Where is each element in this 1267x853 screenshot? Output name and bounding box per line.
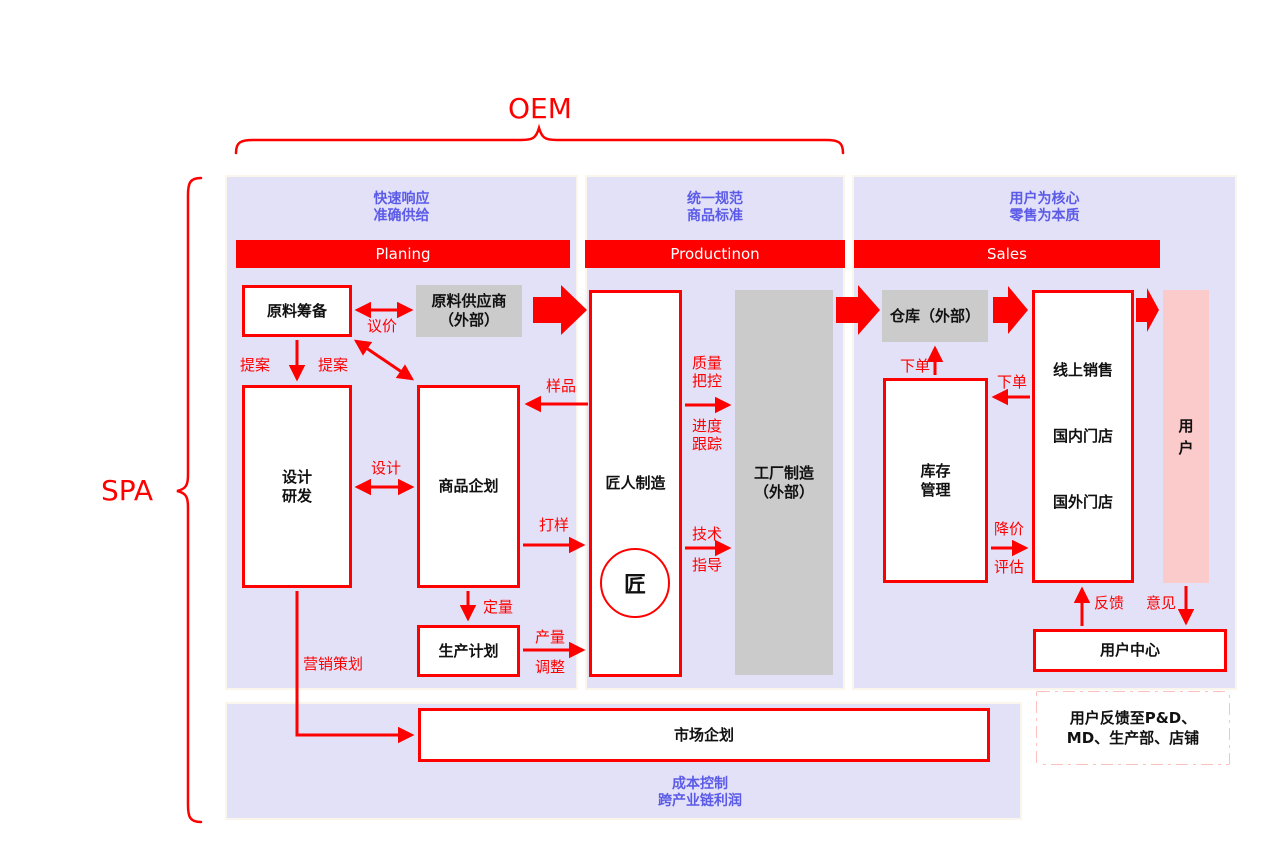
label-sample: 样品 — [546, 377, 577, 395]
tagline-sales: 用户为核心 零售为本质 — [1009, 191, 1080, 224]
oem-label: OEM — [508, 92, 572, 125]
label-proofing: 打样 — [539, 516, 570, 534]
label-progress: 进度 跟踪 — [692, 417, 723, 453]
label-bargain: 议价 — [367, 317, 398, 335]
overseas-stores-label: 国外门店 — [1052, 493, 1113, 511]
design-rd-box: 设计 研发 — [242, 385, 352, 588]
factory-box: 工厂制造 （外部） — [735, 290, 833, 675]
inventory-box: 库存管理 — [883, 378, 988, 583]
sales-channels-box: 线上销售 国内门店 国外门店 — [1032, 290, 1134, 583]
stage-bar-planning: Planing — [236, 240, 570, 268]
block-arrow-wh-to-sales — [993, 286, 1028, 334]
label-quantity: 定量 — [483, 598, 514, 616]
market-planning-box: 市场企划 — [418, 708, 990, 762]
warehouse-box: 仓库（外部） — [882, 290, 988, 342]
craftsman-box: 匠人制造 — [589, 290, 682, 677]
label-markdown: 降价 — [994, 520, 1025, 538]
label-marketing: 营销策划 — [303, 655, 364, 673]
stage-bar-production: Productinon — [585, 240, 845, 268]
online-sales-label: 线上销售 — [1052, 361, 1113, 379]
label-order-left: 下单 — [900, 357, 931, 375]
label-quality: 质量 把控 — [692, 354, 723, 390]
tagline-planning: 快速响应 准确供给 — [373, 191, 430, 224]
spa-brace — [176, 176, 203, 824]
raw-supplier-box: 原料供应商 （外部） — [416, 285, 522, 337]
label-design: 设计 — [371, 459, 402, 477]
label-proposal-left: 提案 — [240, 356, 271, 374]
label-tech-2: 指导 — [692, 556, 723, 574]
label-proposal-right: 提案 — [318, 356, 349, 374]
production-plan-box: 生产计划 — [417, 625, 520, 677]
label-evaluate: 评估 — [994, 558, 1025, 576]
tagline-bottom: 成本控制 跨产业链利润 — [658, 776, 742, 809]
arrow-proposal-diag — [353, 339, 415, 381]
raw-prep-box: 原料筹备 — [242, 285, 352, 337]
tagline-production: 统一规范 商品标准 — [687, 191, 743, 224]
domestic-stores-label: 国内门店 — [1052, 427, 1113, 445]
line-marketing — [295, 591, 415, 744]
block-arrow-sales-to-user — [1136, 288, 1159, 332]
spa-label: SPA — [101, 474, 154, 507]
label-order-right: 下单 — [997, 373, 1028, 391]
label-adjust: 调整 — [535, 658, 566, 676]
user-box: 用 户 — [1163, 290, 1209, 583]
label-opinion: 意见 — [1146, 594, 1177, 612]
craftsman-seal: 匠 — [600, 548, 670, 618]
block-arrow-plan-to-prod — [533, 285, 587, 335]
user-center-box: 用户中心 — [1033, 629, 1227, 672]
stage-bar-sales: Sales — [854, 240, 1160, 268]
product-planning-box: 商品企划 — [417, 385, 520, 588]
oem-brace — [234, 123, 845, 155]
block-arrow-prod-to-wh — [836, 285, 880, 335]
label-feedback: 反馈 — [1094, 594, 1125, 612]
label-tech-1: 技术 — [692, 525, 723, 543]
feedback-note-box: 用户反馈至P&D、MD、生产部、店铺 — [1037, 692, 1229, 764]
label-output: 产量 — [535, 628, 566, 646]
